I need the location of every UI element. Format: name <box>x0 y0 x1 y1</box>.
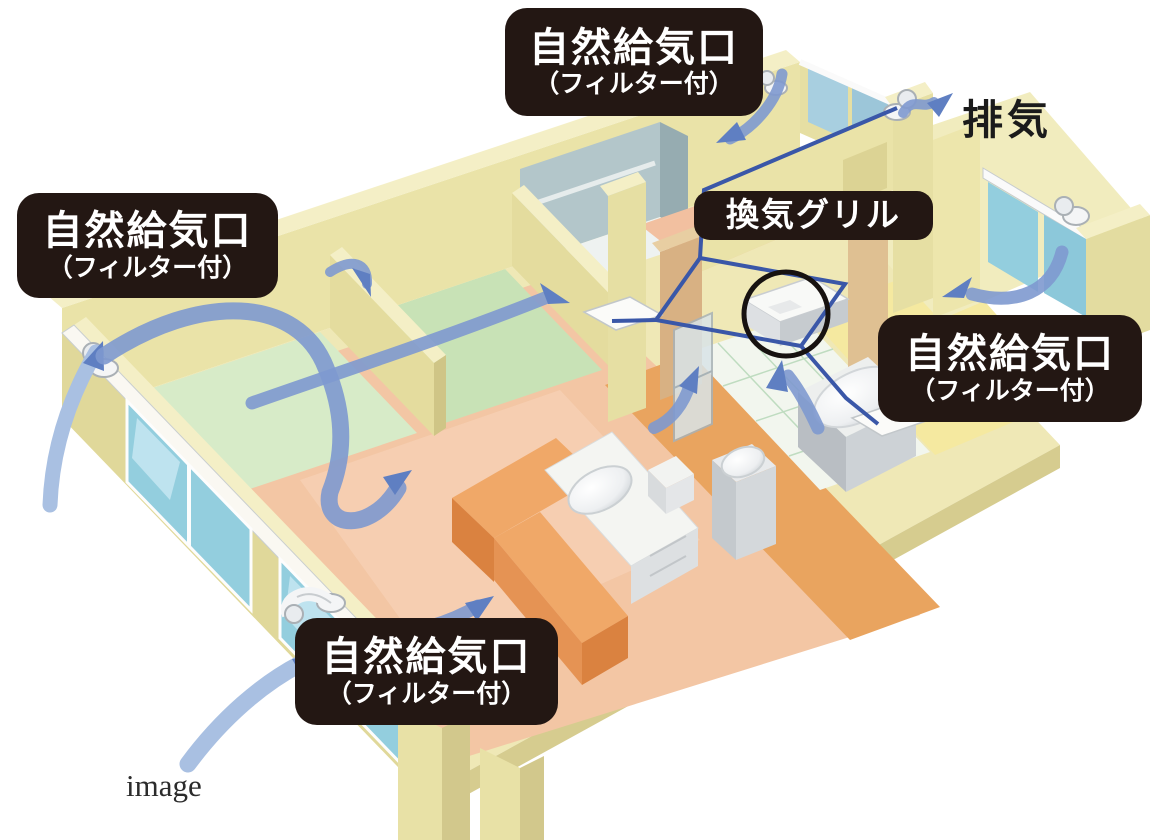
callout-subtext: （フィルター付） <box>326 679 527 708</box>
airflow-arrow <box>42 344 104 513</box>
window-glass <box>1044 215 1086 317</box>
callout-text: 自然給気口 <box>321 635 532 680</box>
kitchen-sink <box>567 465 633 515</box>
kitchen-appliance <box>648 456 694 514</box>
front-pillars <box>398 706 544 840</box>
callout-subtext: （フィルター付） <box>910 376 1110 405</box>
window-glass <box>988 182 1038 292</box>
exhaust-label: 排気 <box>962 97 1052 143</box>
callout-intake-bottom: 自然給気口 （フィルター付） <box>295 618 558 725</box>
airflow-arrow <box>965 245 1069 305</box>
air-intake-vent-bottom <box>281 587 346 624</box>
air-intake-vent-right <box>1054 196 1090 226</box>
callout-subtext: （フィルター付） <box>47 253 248 282</box>
window-glass <box>808 68 848 140</box>
kitchen-counter <box>452 431 699 685</box>
airflow-arrow <box>95 302 407 530</box>
callout-intake-left: 自然給気口 （フィルター付） <box>17 193 278 298</box>
callout-intake-top: 自然給気口 （フィルター付） <box>505 8 763 116</box>
airflow-arrow <box>179 655 309 773</box>
callout-vent-grille: 換気グリル <box>694 191 933 240</box>
callout-text: 自然給気口 <box>529 25 739 70</box>
airflow-arrow <box>781 369 825 435</box>
washbasin-vanity <box>712 444 776 560</box>
airflow-arrows <box>42 68 1069 773</box>
callout-text: 自然給気口 <box>42 209 253 254</box>
airflow-arrow <box>245 291 552 410</box>
callout-subtext: （フィルター付） <box>534 70 734 99</box>
window-left-1 <box>125 397 253 614</box>
callout-intake-right: 自然給気口 （フィルター付） <box>878 315 1142 422</box>
partition-walls <box>330 172 888 436</box>
callout-text: 換気グリル <box>726 196 901 234</box>
callout-text: 自然給気口 <box>905 332 1115 377</box>
image-caption: image <box>126 768 202 803</box>
annotation-circle <box>741 269 831 359</box>
